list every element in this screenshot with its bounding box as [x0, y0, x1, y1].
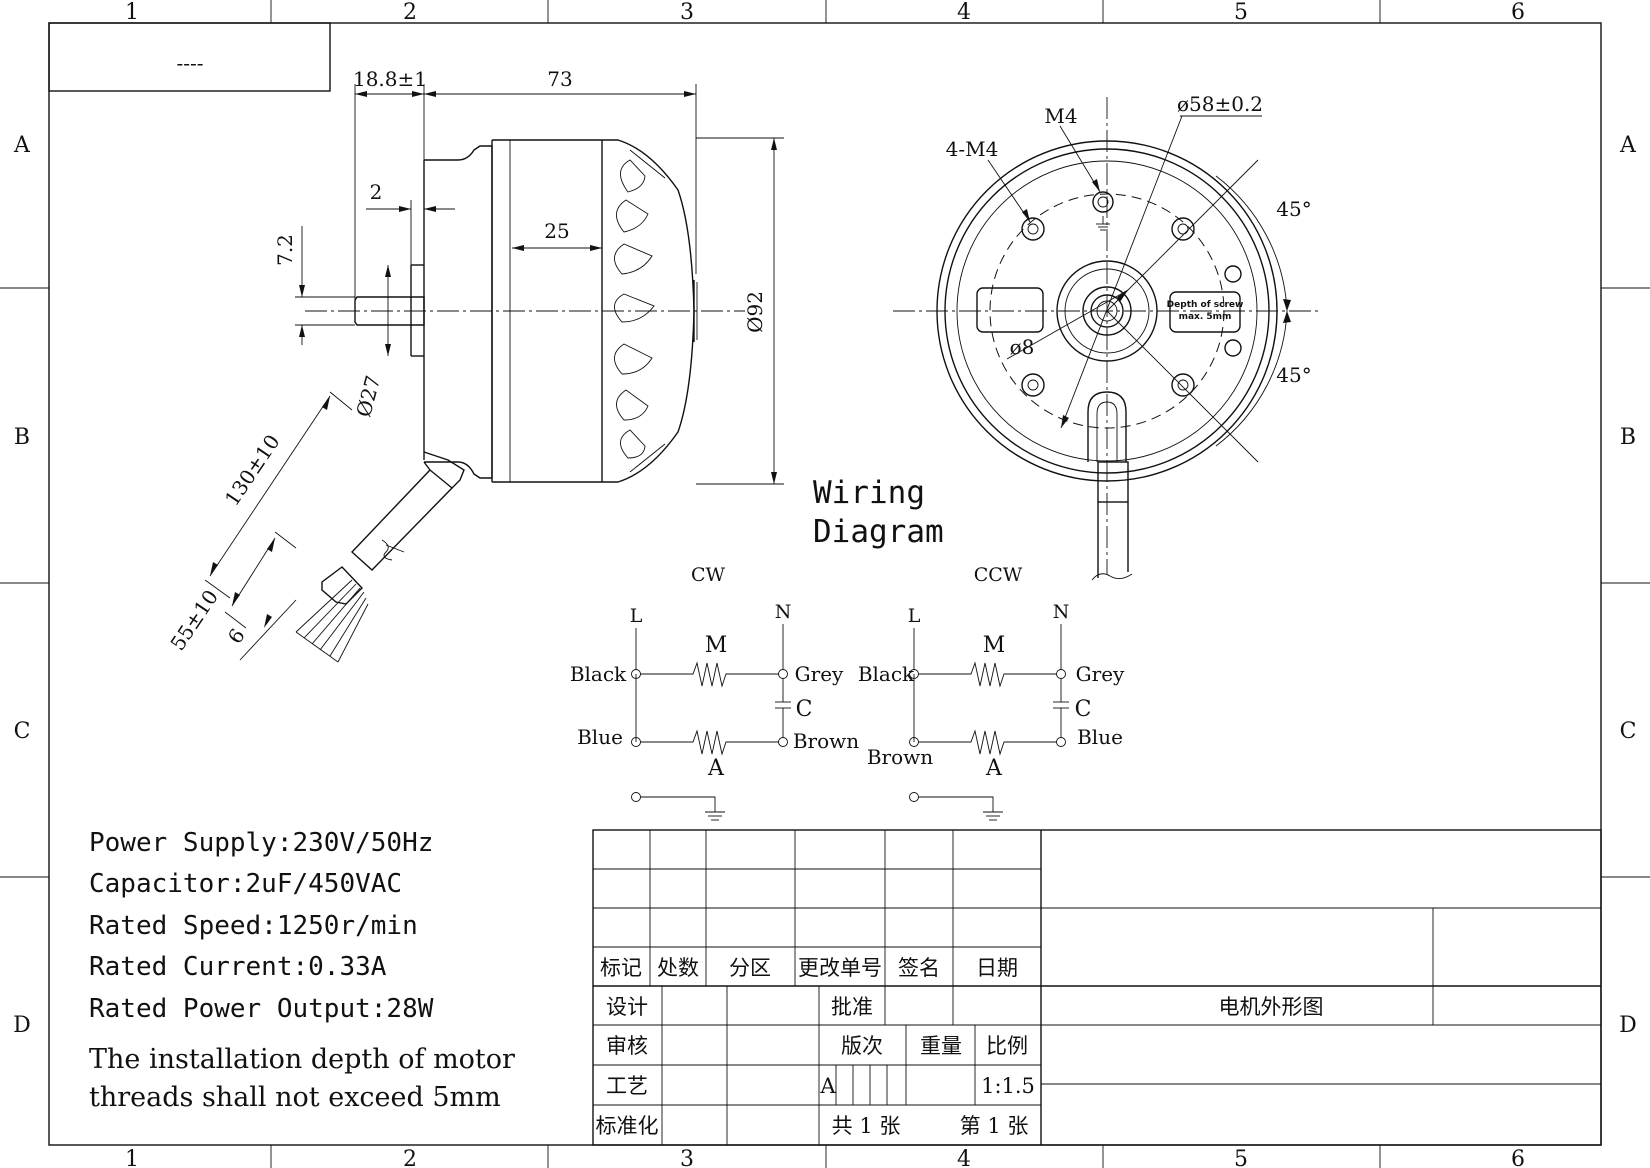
ccw-a-label: A — [985, 756, 1003, 781]
zone-row-left-c: C — [14, 719, 31, 744]
zone-col-top-1: 1 — [125, 0, 139, 25]
ccw-m-label: M — [983, 633, 1006, 658]
motor-front-view: Depth of screw max. 5mm — [893, 97, 1322, 581]
dim-outer-dia: Ø92 — [743, 291, 767, 333]
zone-row-right-d: D — [1619, 1013, 1637, 1038]
dim-shaft-dia: 7.2 — [273, 234, 297, 266]
cw-a-label: A — [707, 756, 725, 781]
depth-label-line1: Depth of screw — [1167, 300, 1244, 310]
zone-row-left-b: B — [14, 425, 30, 450]
dim-body-length: 73 — [547, 67, 572, 91]
zone-col-bottom-5: 5 — [1234, 1147, 1248, 1168]
tb-hdr-change: 更改单号 — [798, 956, 882, 980]
dim-hole: ø8 — [1010, 335, 1035, 359]
tb-standard: 标准化 — [596, 1114, 659, 1138]
cw-wire-right-top: Grey — [795, 662, 844, 686]
wiring-title-line2: Diagram — [813, 514, 944, 550]
tb-review: 审核 — [606, 1034, 648, 1058]
label-screw-four: 4-M4 — [946, 137, 999, 161]
wiring-ccw: CCW L N M Black Grey C A Brown Blue — [858, 564, 1125, 821]
ccw-l-label: L — [908, 605, 921, 627]
ccw-wire-left-top: Black — [858, 662, 915, 686]
tb-hdr-zone: 分区 — [729, 956, 771, 980]
cw-label: CW — [691, 564, 726, 586]
tb-weight: 重量 — [920, 1034, 962, 1058]
zone-row-right-a: A — [1619, 133, 1637, 158]
wiring-title-line1: Wiring — [813, 475, 925, 511]
tb-version-value: A — [819, 1074, 836, 1098]
cw-c-label: C — [796, 697, 813, 722]
cw-wire-left-bottom: Blue — [577, 725, 623, 749]
spec-rated-power: Rated Power Output:28W — [89, 994, 434, 1024]
zone-row-left-d: D — [13, 1013, 31, 1038]
cw-n-label: N — [775, 601, 792, 623]
tb-hdr-mark: 标记 — [600, 956, 642, 980]
corner-box-text: ---- — [176, 51, 203, 75]
zone-col-top-3: 3 — [680, 0, 694, 25]
zone-col-top-6: 6 — [1511, 0, 1525, 25]
ccw-c-label: C — [1075, 697, 1092, 722]
ccw-wire-left-bottom: Brown — [867, 745, 933, 769]
zone-col-bottom-1: 1 — [125, 1147, 139, 1168]
zone-col-bottom-3: 3 — [680, 1147, 694, 1168]
wiring-diagram: Wiring Diagram CW L N M Black Grey C A B… — [570, 475, 1125, 821]
angle-bottom: 45° — [1276, 363, 1311, 387]
dim-bolt-circle: ø58±0.2 — [1177, 92, 1263, 116]
zone-col-bottom-4: 4 — [957, 1147, 971, 1168]
dim-step: 2 — [370, 180, 383, 204]
zone-col-top-5: 5 — [1234, 0, 1248, 25]
title-block — [592, 829, 1602, 1146]
angle-top: 45° — [1276, 197, 1311, 221]
tb-approve: 批准 — [831, 995, 873, 1019]
tb-version: 版次 — [841, 1034, 883, 1058]
installation-note: The installation depth of motor threads … — [89, 1044, 515, 1113]
ccw-wire-right-top: Grey — [1076, 662, 1125, 686]
title-block-text: 标记 处数 分区 更改单号 签名 日期 设计 批准 审核 版次 重量 比例 工艺… — [596, 956, 1324, 1138]
ccw-n-label: N — [1053, 601, 1070, 623]
spec-capacitor: Capacitor:2uF/450VAC — [89, 869, 402, 899]
tb-scale-value: 1:1.5 — [981, 1074, 1035, 1098]
tb-drawing-title: 电机外形图 — [1219, 995, 1324, 1019]
dim-shaft-offset: 18.8±1 — [353, 67, 427, 91]
tb-scale: 比例 — [986, 1034, 1028, 1058]
ccw-wire-right-bottom: Blue — [1077, 725, 1123, 749]
spec-rated-current: Rated Current:0.33A — [89, 952, 387, 982]
depth-label-line2: max. 5mm — [1179, 312, 1232, 322]
tb-design: 设计 — [606, 995, 648, 1019]
cw-wire-right-bottom: Brown — [793, 729, 859, 753]
zone-col-top-4: 4 — [957, 0, 971, 25]
motor-specifications: Power Supply:230V/50Hz Capacitor:2uF/450… — [89, 828, 434, 1024]
cw-wire-left-top: Black — [570, 662, 627, 686]
zone-row-right-c: C — [1620, 719, 1637, 744]
tb-process: 工艺 — [606, 1074, 648, 1098]
tb-hdr-date: 日期 — [976, 956, 1018, 980]
ccw-label: CCW — [974, 564, 1023, 586]
cw-m-label: M — [705, 633, 728, 658]
tb-sheet-no: 第 1 张 — [960, 1114, 1029, 1138]
tb-sheets-total: 共 1 张 — [832, 1114, 901, 1138]
note-line1: The installation depth of motor — [89, 1044, 515, 1075]
zone-col-top-2: 2 — [403, 0, 417, 25]
zone-labels: 1 2 3 4 5 6 1 2 3 4 5 6 A B C D A B C D — [13, 0, 1637, 1168]
zone-col-bottom-6: 6 — [1511, 1147, 1525, 1168]
zone-row-left-a: A — [13, 133, 31, 158]
wiring-cw: CW L N M Black Grey C A Blue Brown — [570, 564, 859, 821]
tb-hdr-count: 处数 — [657, 956, 699, 980]
cw-l-label: L — [630, 605, 643, 627]
corner-box: ---- — [48, 22, 331, 92]
motor-side-view — [295, 139, 745, 663]
zone-row-right-b: B — [1620, 425, 1636, 450]
tb-hdr-sign: 签名 — [898, 956, 940, 980]
spec-power-supply: Power Supply:230V/50Hz — [89, 828, 433, 858]
front-view-dimensions: ø58±0.2 M4 4-M4 ø8 45° 45° — [946, 92, 1312, 463]
label-screw-single: M4 — [1044, 104, 1077, 128]
note-line2: threads shall not exceed 5mm — [89, 1082, 501, 1113]
zone-col-bottom-2: 2 — [403, 1147, 417, 1168]
dim-width: 25 — [544, 219, 569, 243]
spec-rated-speed: Rated Speed:1250r/min — [89, 911, 418, 941]
